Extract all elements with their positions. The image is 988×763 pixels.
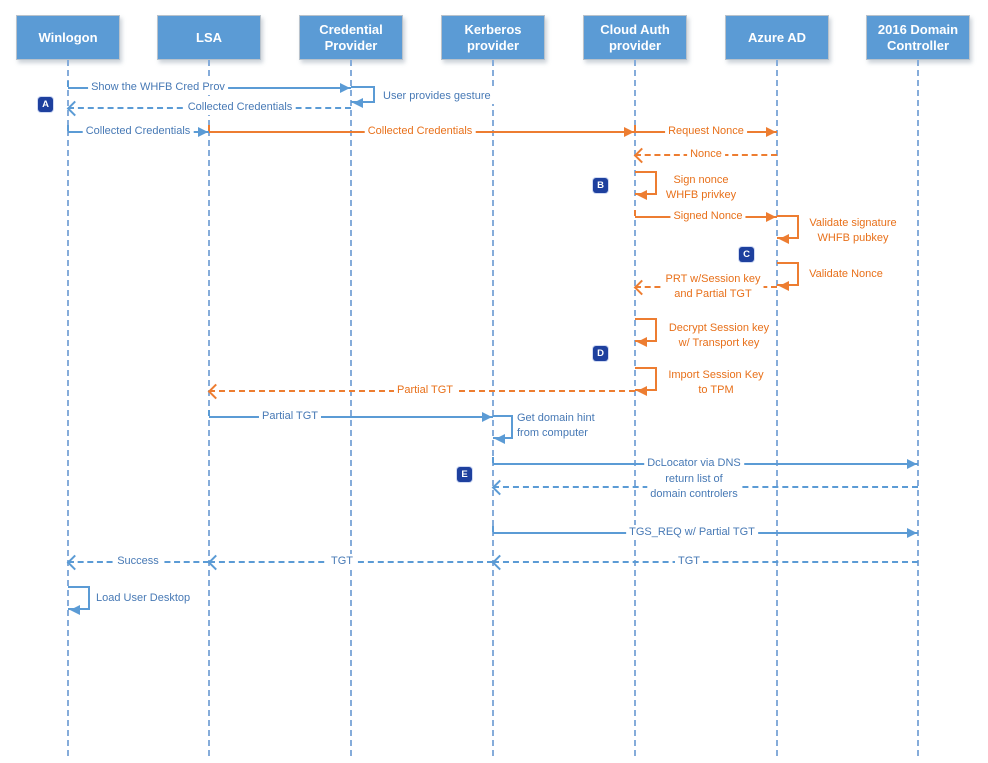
- open-arrowhead-left: [491, 479, 508, 496]
- lifeline-azure-ad: [776, 60, 778, 756]
- open-arrowhead-left: [491, 554, 508, 571]
- message-label: Show the WHFB Cred Prov: [88, 80, 228, 95]
- arrow-start-tick: [492, 457, 494, 463]
- message-label: return list of domain controlers: [647, 472, 741, 502]
- open-arrowhead-left: [207, 383, 224, 400]
- message-label: Collected Credentials: [364, 124, 476, 139]
- arrowhead-left: [353, 98, 363, 108]
- arrowhead-right: [624, 127, 634, 137]
- arrowhead-right: [766, 212, 776, 222]
- message-label: TGS_REQ w/ Partial TGT: [626, 525, 758, 540]
- step-badge-e: E: [457, 467, 472, 482]
- message-label: TGT: [328, 554, 356, 569]
- open-arrowhead-left: [207, 554, 224, 571]
- message-label: Partial TGT: [393, 383, 457, 398]
- actor-kerberos-provider: Kerberos provider: [441, 15, 545, 60]
- message-label: PRT w/Session key and Partial TGT: [662, 272, 764, 302]
- actor-cloud-auth-provider: Cloud Auth provider: [583, 15, 687, 60]
- message-label: TGT: [675, 554, 703, 569]
- arrowhead-right: [907, 459, 917, 469]
- arrow-line: [209, 416, 493, 418]
- step-badge-b: B: [593, 178, 608, 193]
- message-label: Request Nonce: [665, 124, 747, 139]
- arrowhead-left: [779, 234, 789, 244]
- arrow-start-tick: [634, 125, 636, 131]
- message-label: Get domain hint from computer: [514, 411, 598, 441]
- message-label: Decrypt Session key w/ Transport key: [665, 321, 773, 351]
- lifeline-kerberos-provider: [492, 60, 494, 756]
- arrowhead-right: [482, 412, 492, 422]
- arrowhead-right: [198, 127, 208, 137]
- arrow-line: [493, 561, 918, 563]
- message-label: Validate signature WHFB pubkey: [806, 216, 900, 246]
- arrowhead-left: [637, 386, 647, 396]
- step-badge-c: C: [739, 247, 754, 262]
- message-label: Load User Desktop: [93, 591, 194, 606]
- arrowhead-left: [779, 281, 789, 291]
- actor-winlogon: Winlogon: [16, 15, 120, 60]
- message-label: Sign nonce WHFB privkey: [662, 173, 740, 203]
- actor-azure-ad: Azure AD: [725, 15, 829, 60]
- open-arrowhead-left: [633, 279, 650, 296]
- message-label: Nonce: [687, 147, 725, 162]
- message-label: Signed Nonce: [670, 209, 746, 224]
- message-label: Success: [114, 554, 162, 569]
- arrow-start-tick: [208, 125, 210, 131]
- actor-lsa: LSA: [157, 15, 261, 60]
- step-badge-d: D: [593, 346, 608, 361]
- arrow-start-tick: [492, 526, 494, 532]
- lifeline-credential-provider: [350, 60, 352, 756]
- arrowhead-right: [340, 83, 350, 93]
- arrow-start-tick: [208, 410, 210, 416]
- arrowhead-right: [766, 127, 776, 137]
- lifeline-cloud-auth-provider: [634, 60, 636, 756]
- open-arrowhead-left: [633, 147, 650, 164]
- arrowhead-left: [637, 337, 647, 347]
- open-arrowhead-left: [66, 554, 83, 571]
- message-label: DcLocator via DNS: [644, 456, 744, 471]
- arrow-start-tick: [67, 81, 69, 87]
- message-label: Partial TGT: [258, 409, 322, 424]
- message-label: Collected Credentials: [184, 100, 296, 115]
- lifeline-2016-domain-controller: [917, 60, 919, 756]
- arrowhead-left: [495, 434, 505, 444]
- lifeline-lsa: [208, 60, 210, 756]
- message-label: Import Session Key to TPM: [665, 368, 767, 398]
- lifeline-winlogon: [67, 60, 69, 756]
- arrowhead-left: [637, 190, 647, 200]
- arrow-start-tick: [634, 210, 636, 216]
- self-loop: [351, 86, 375, 103]
- message-label: User provides gesture: [380, 89, 494, 104]
- actor-2016-domain-controller: 2016 Domain Controller: [866, 15, 970, 60]
- message-label: Validate Nonce: [806, 267, 886, 282]
- actor-credential-provider: Credential Provider: [299, 15, 403, 60]
- message-label: Collected Credentials: [82, 124, 194, 139]
- arrowhead-right: [907, 528, 917, 538]
- arrow-start-tick: [67, 125, 69, 131]
- open-arrowhead-left: [66, 100, 83, 117]
- arrowhead-left: [70, 605, 80, 615]
- step-badge-a: A: [38, 97, 53, 112]
